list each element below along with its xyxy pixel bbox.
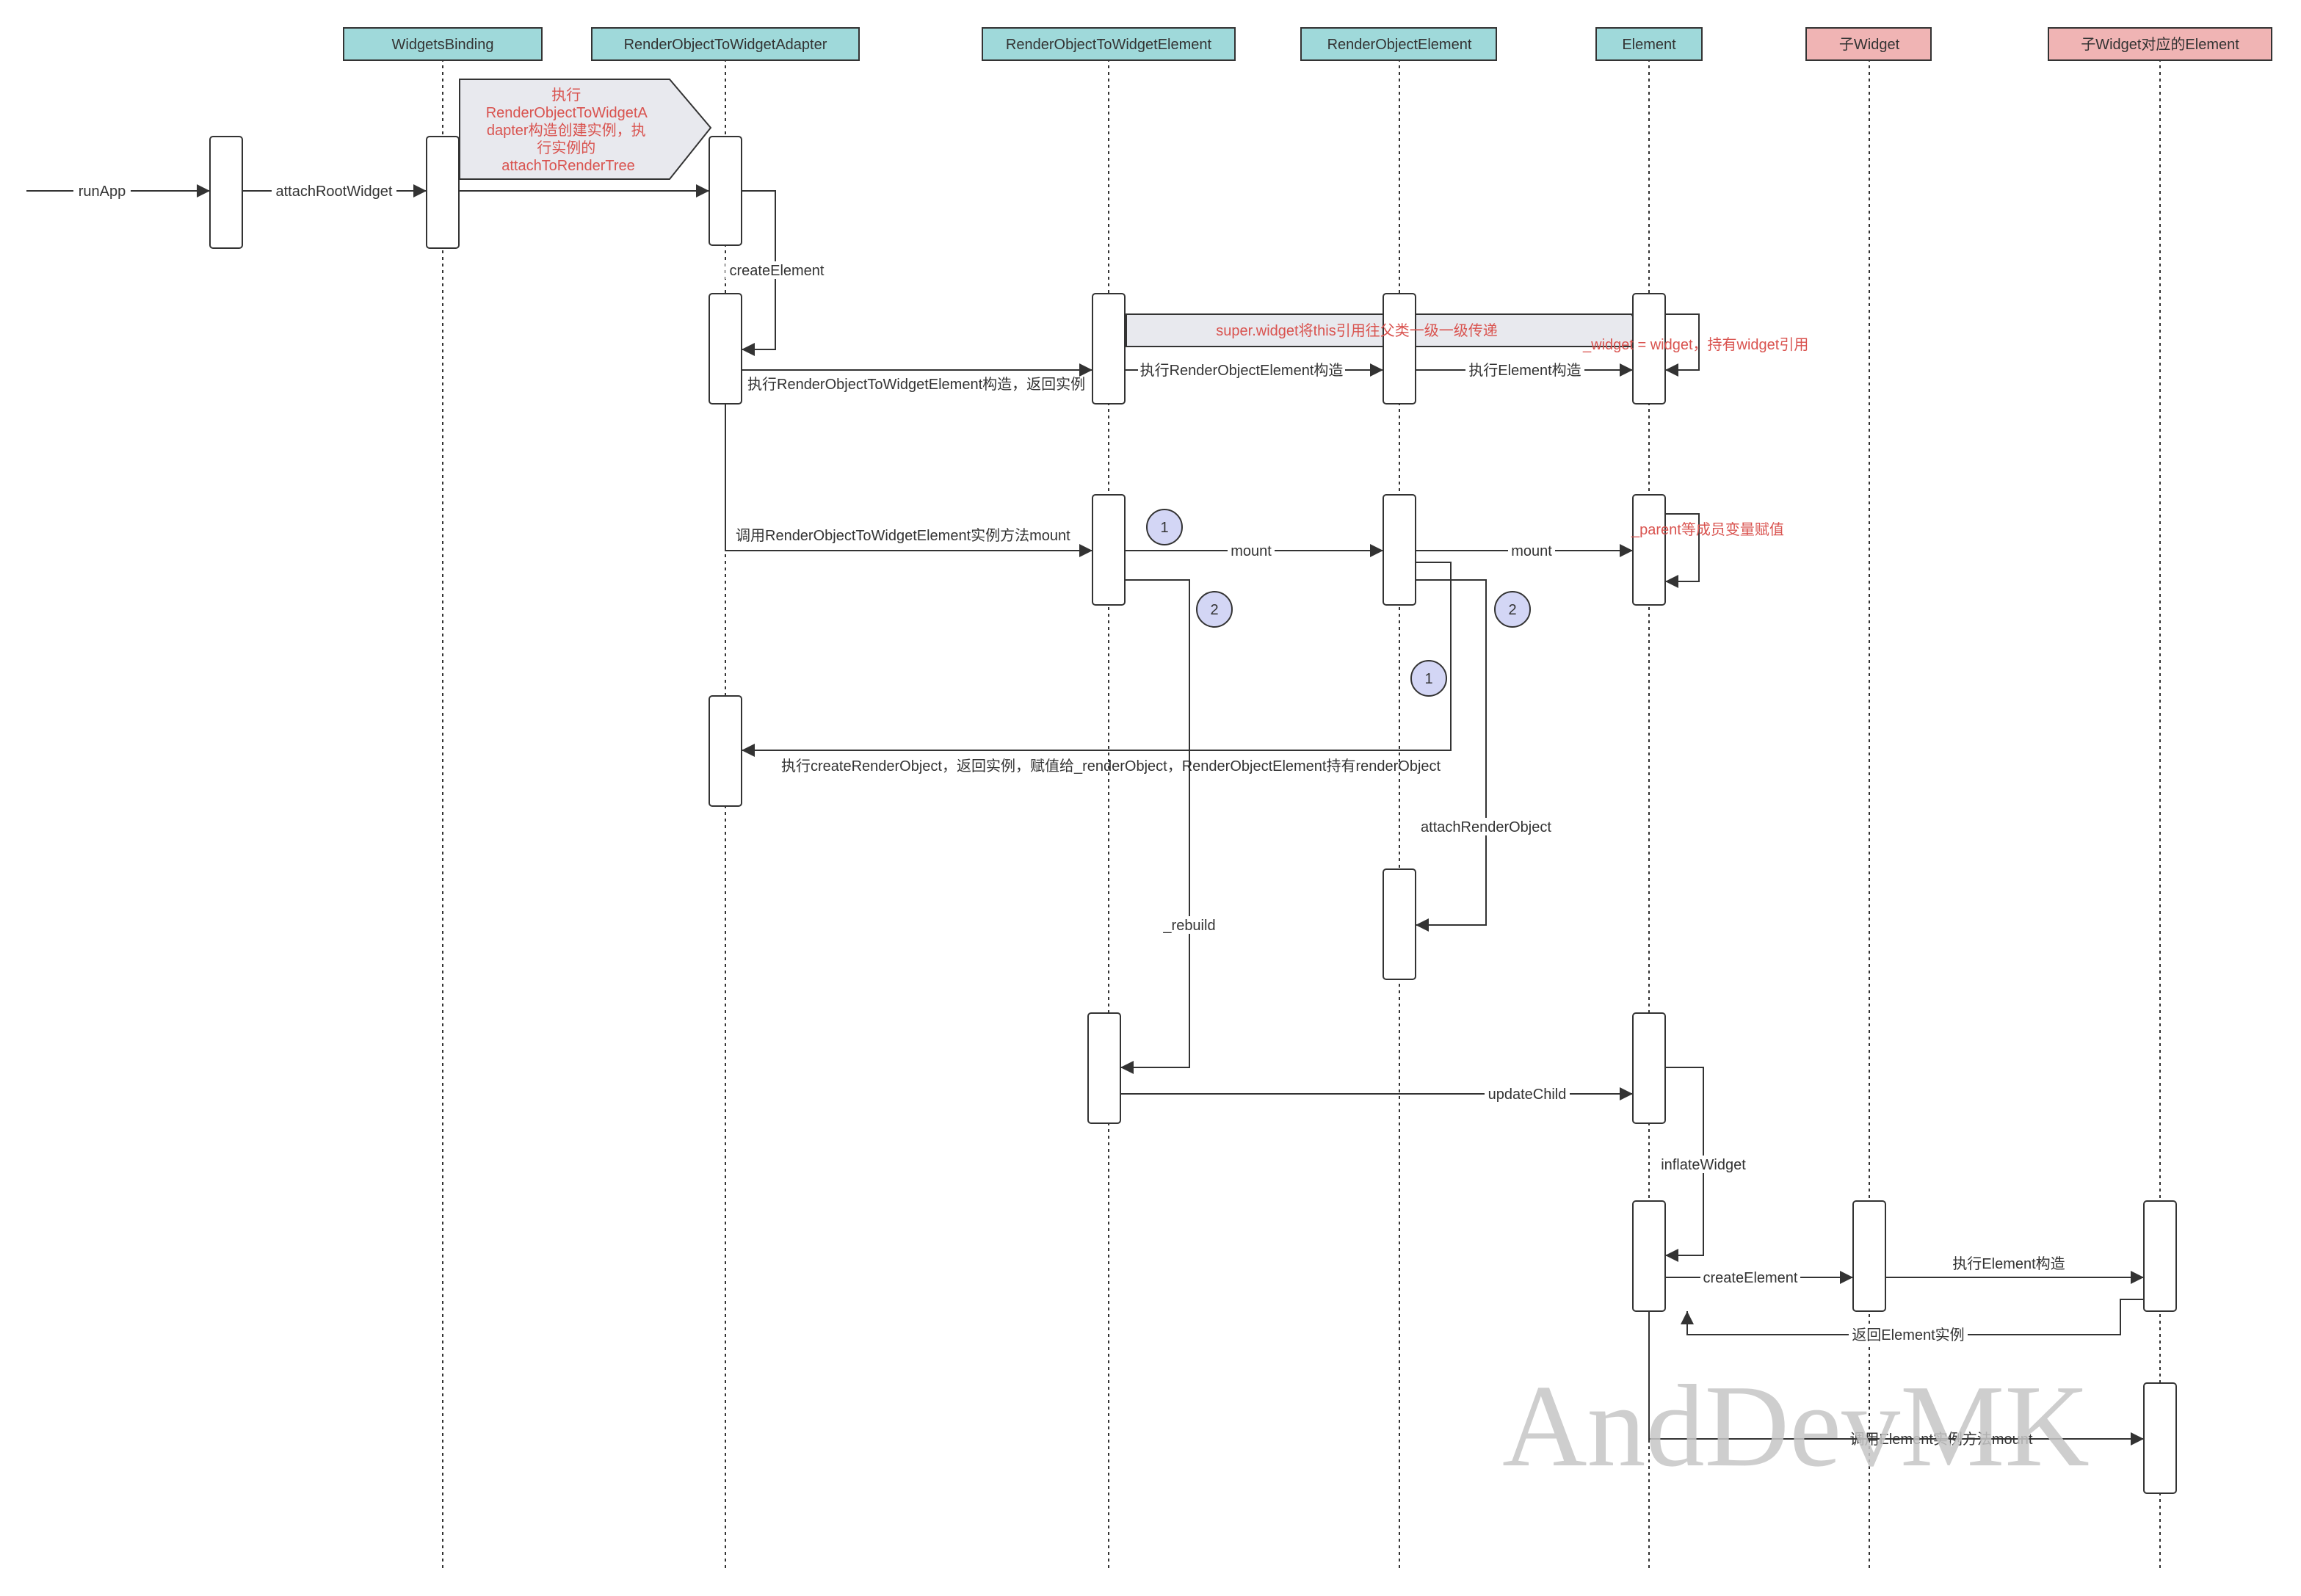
note-adapter-line-1: 执行 (551, 87, 581, 104)
note-adapter-line-5: attachToRenderTree (501, 158, 635, 174)
activation-adapter-3 (709, 695, 742, 807)
activation-child-widget (1852, 1200, 1886, 1312)
participant-box-widgets-binding[interactable] (343, 27, 543, 61)
arrow-create-render-object (742, 562, 1452, 757)
participant-box-rotw-element[interactable] (982, 27, 1236, 61)
participant-labels: WidgetsBinding RenderObjectToWidgetAdapt… (392, 36, 2240, 53)
participant-label-child-widget: 子Widget (1839, 37, 1900, 53)
participant-label-element: Element (1622, 37, 1676, 53)
activation-child-element-1 (2143, 1200, 2177, 1312)
label-exec-element-ctor: 执行Element构造 (1468, 362, 1581, 379)
activation-widgets-binding (426, 136, 460, 249)
activation-ro-3 (1383, 868, 1416, 980)
note-adapter-line-2: RenderObjectToWidgetA (486, 105, 648, 121)
activation-rotw-3 (1087, 1012, 1121, 1124)
participant-box-child-widget[interactable] (1805, 27, 1932, 61)
note-widget-assign: _widget = widget，持有widget引用 (1582, 336, 1808, 353)
participant-box-ro-element[interactable] (1300, 27, 1497, 61)
arrow-attach-render-object (1416, 579, 1487, 932)
lifelines (442, 59, 2161, 1571)
label-runapp: runApp (79, 184, 126, 200)
participant-label-ro-element: RenderObjectElement (1327, 37, 1472, 53)
activation-child-element-2 (2143, 1382, 2177, 1494)
arrow-return-element (1681, 1299, 2144, 1335)
note-super-widget: super.widget将this引用往父类一级一级传递 (1216, 322, 1497, 339)
label-exec-element-ctor-2: 执行Element构造 (1952, 1255, 2065, 1272)
label-create-element: createElement (730, 263, 825, 279)
arrow-call-element-mount (1648, 1311, 2144, 1446)
badge-2-right-label: 2 (1508, 602, 1516, 618)
notes: 执行 RenderObjectToWidgetA dapter构造创建实例，执 … (486, 87, 1809, 538)
note-adapter: 执行 RenderObjectToWidgetA dapter构造创建实例，执 … (486, 87, 651, 174)
activation-adapter-2 (709, 293, 742, 405)
label-attach-root-widget: attachRootWidget (276, 184, 393, 200)
label-inflate-widget: inflateWidget (1661, 1157, 1746, 1173)
label-rebuild: _rebuild (1162, 918, 1215, 934)
participant-headers (343, 27, 2272, 61)
arrow-widget-self (1665, 313, 1700, 377)
arrow-parent-self (1665, 513, 1700, 588)
activation-rotw-2 (1092, 494, 1126, 606)
activation-ro-2 (1383, 494, 1416, 606)
badge-2-left (1196, 591, 1233, 628)
badge-2-right (1494, 591, 1531, 628)
arrow-call-mount (725, 404, 1092, 557)
participant-box-element[interactable] (1595, 27, 1703, 61)
label-update-child: updateChild (1488, 1087, 1567, 1103)
activation-element-3 (1632, 1012, 1666, 1124)
activations (209, 136, 2177, 1494)
activation-rotw-1 (1092, 293, 1126, 405)
participant-label-rotw-element: RenderObjectToWidgetElement (1006, 37, 1212, 53)
activation-element-2 (1632, 494, 1666, 606)
participant-box-adapter[interactable] (591, 27, 860, 61)
label-create-render-object: 执行createRenderObject，返回实例，赋值给_renderObje… (781, 758, 1441, 775)
badges (1146, 509, 1531, 697)
label-call-mount: 调用RenderObjectToWidgetElement实例方法mount (736, 527, 1070, 544)
activation-ro-1 (1383, 293, 1416, 405)
note-adapter-line-3: dapter构造创建实例，执 (487, 122, 646, 139)
badge-1-top (1146, 509, 1183, 545)
arrow-rebuild (1120, 579, 1190, 1074)
label-attach-render-object: attachRenderObject (1421, 819, 1551, 835)
label-mount-2: mount (1511, 543, 1552, 559)
badge-2-left-label: 2 (1210, 602, 1218, 618)
participant-label-child-element: 子Widget对应的Element (2081, 36, 2239, 53)
activation-element-1 (1632, 293, 1666, 405)
activation-runapp (209, 136, 243, 249)
label-exec-ro-ctor: 执行RenderObjectElement构造 (1140, 362, 1344, 379)
activation-adapter-1 (709, 136, 742, 246)
participant-label-widgets-binding: WidgetsBinding (392, 37, 494, 53)
label-create-element-2: createElement (1703, 1270, 1798, 1286)
note-adapter-line-4: 行实例的 (537, 139, 595, 156)
label-call-element-mount: 调用Element实例方法mount (1850, 1431, 2033, 1448)
activation-element-4 (1632, 1200, 1666, 1312)
label-return-element: 返回Element实例 (1852, 1327, 1964, 1343)
participant-box-child-element[interactable] (2048, 27, 2272, 61)
message-labels: runApp attachRootWidget createElement 执行… (73, 182, 2065, 1448)
badge-1-top-label: 1 (1160, 520, 1168, 536)
watermark: AndDevMK (1502, 1360, 2090, 1491)
participant-label-adapter: RenderObjectToWidgetAdapter (624, 37, 827, 53)
label-mount-1: mount (1231, 543, 1272, 559)
badge-1-lower (1410, 660, 1447, 697)
badge-1-lower-label: 1 (1424, 671, 1432, 687)
label-exec-rotw-ctor: 执行RenderObjectToWidgetElement构造，返回实例 (747, 376, 1085, 393)
note-parent-assign: _parent等成员变量赋值 (1631, 521, 1784, 538)
badge-labels: 1 2 2 1 (1160, 520, 1516, 687)
